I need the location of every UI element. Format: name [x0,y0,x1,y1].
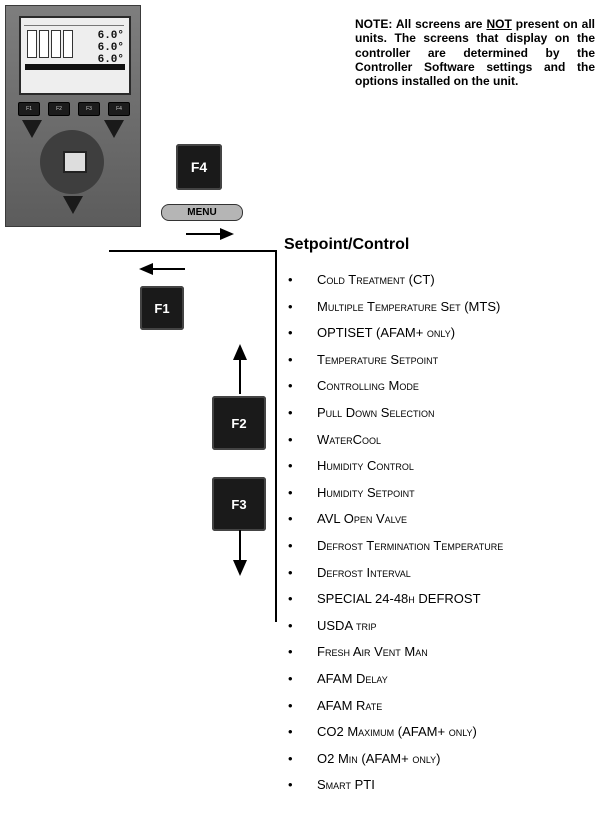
display-status-bar [25,64,125,70]
controller-key[interactable]: F3 [78,102,100,116]
controller-key[interactable]: F1 [18,102,40,116]
list-item-label: OPTISET (AFAM+ only) [317,325,455,340]
list-item-label: Cold Treatment (CT) [317,272,435,287]
connector-line [109,250,277,252]
list-item-label: SPECIAL 24-48h DEFROST [317,591,481,606]
bullet-icon: • [288,432,293,447]
controller-key[interactable]: F2 [48,102,70,116]
bullet-icon: • [288,538,293,553]
f4-key[interactable]: F4 [176,144,222,190]
down-arrow-icon [232,530,248,576]
list-item-label: Temperature Setpoint [317,352,438,367]
note-emphasis: NOT [486,17,511,31]
list-item-label: Smart PTI [317,777,375,792]
right-arrow-icon [186,227,234,241]
up-arrow-icon [232,344,248,394]
bullet-icon: • [288,485,293,500]
f1-key[interactable]: F1 [140,286,184,330]
note-text: NOTE: All screens are NOT present on all… [355,17,595,88]
display-gauge [51,30,61,58]
list-item-label: Defrost Termination Temperature [317,538,503,553]
note-part: NOTE: All screens are [355,17,486,31]
list-item-label: Fresh Air Vent Man [317,644,428,659]
list-item-label: AFAM Rate [317,698,382,713]
controller-display: 6.0° 6.0° 6.0° [19,16,131,95]
list-heading: Setpoint/Control [284,236,409,254]
bullet-icon: • [288,751,293,766]
display-header [24,20,124,26]
right-arrow-key-icon[interactable] [104,120,124,138]
list-item-label: AVL Open Valve [317,511,407,526]
display-gauge [27,30,37,58]
connector-line [275,250,277,622]
bullet-icon: • [288,618,293,633]
list-item-label: Humidity Control [317,458,414,473]
list-item-label: CO2 Maximum (AFAM+ only) [317,724,477,739]
display-gauge [39,30,49,58]
bullet-icon: • [288,405,293,420]
down-arrow-key-icon[interactable] [63,196,83,214]
controller-key[interactable]: F4 [108,102,130,116]
bullet-icon: • [288,724,293,739]
bullet-icon: • [288,378,293,393]
list-item-label: Controlling Mode [317,378,419,393]
list-item-label: O2 Min (AFAM+ only) [317,751,441,766]
list-item-label: AFAM Delay [317,671,388,686]
bullet-icon: • [288,777,293,792]
bullet-icon: • [288,458,293,473]
list-item-label: Pull Down Selection [317,405,434,420]
list-item-label: WaterCool [317,432,381,447]
bullet-icon: • [288,511,293,526]
list-item-label: Humidity Setpoint [317,485,415,500]
display-gauge [63,30,73,58]
bullet-icon: • [288,325,293,340]
controller-image: 6.0° 6.0° 6.0° F1 F2 F3 F4 [5,5,141,227]
bullet-icon: • [288,272,293,287]
bullet-icon: • [288,698,293,713]
bullet-icon: • [288,644,293,659]
f2-key[interactable]: F2 [212,396,266,450]
menu-key[interactable]: MENU [161,204,243,221]
controller-function-keys: F1 F2 F3 F4 [18,102,130,116]
left-arrow-key-icon[interactable] [22,120,42,138]
left-arrow-icon [139,262,185,276]
list-item-label: Multiple Temperature Set (MTS) [317,299,500,314]
bullet-icon: • [288,299,293,314]
f3-key[interactable]: F3 [212,477,266,531]
bullet-icon: • [288,591,293,606]
bullet-icon: • [288,565,293,580]
display-readout: 6.0° [98,30,124,42]
list-item-label: Defrost Interval [317,565,411,580]
display-readout: 6.0° [98,42,124,54]
list-item-label: USDA trip [317,618,377,633]
bullet-icon: • [288,671,293,686]
bullet-icon: • [288,352,293,367]
center-key[interactable] [63,151,87,173]
